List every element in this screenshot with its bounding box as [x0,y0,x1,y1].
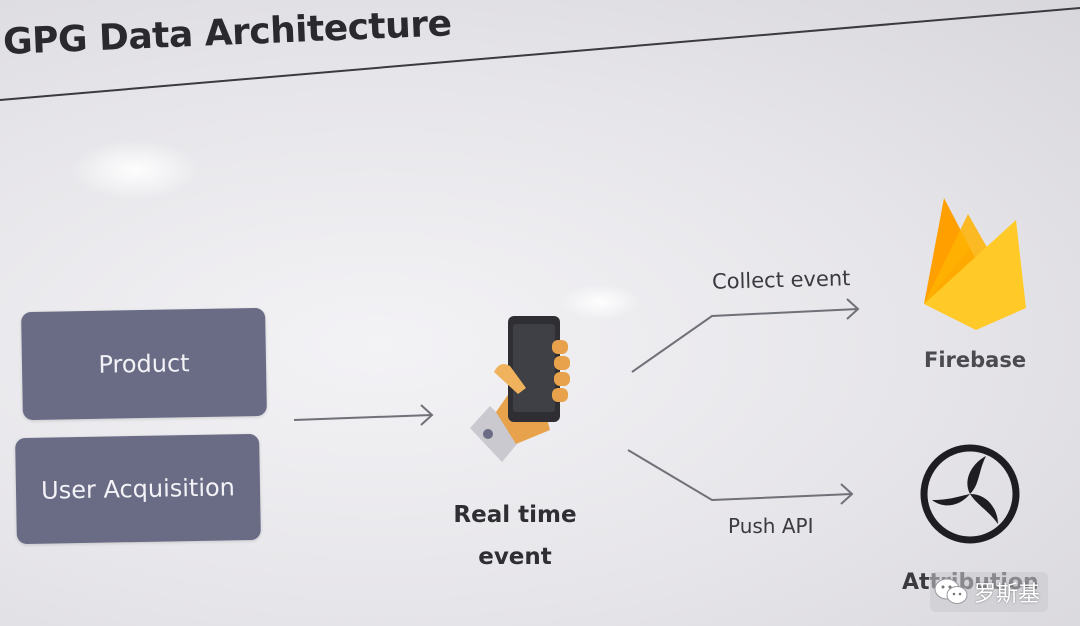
real-time-event-line1: Real time [453,502,577,528]
arrow-push-api [627,449,854,505]
light-glare [560,284,640,320]
arrow-collect-event [631,298,860,373]
push-api-label: Push API [728,514,814,538]
real-time-event-label: Real time event [440,494,590,578]
watermark-text: 罗斯基 [974,582,1041,607]
arrow-sources-to-event [293,404,434,426]
product-box: Product [21,307,267,421]
appsflyer-logo-icon [920,444,1020,544]
light-glare [70,140,200,200]
firebase-label: Firebase [924,348,1027,372]
title-underline [0,7,1080,101]
product-label: Product [98,349,190,379]
real-time-event-line2: event [478,544,552,570]
watermark: 罗斯基 [930,572,1049,612]
wechat-icon [934,578,968,604]
firebase-flame-icon [924,198,1026,330]
collect-event-label: Collect event [711,266,851,294]
user-acquisition-label: User Acquisition [40,473,236,505]
hand-holding-phone-icon [470,316,570,462]
user-acquisition-box: User Acquisition [15,433,261,545]
